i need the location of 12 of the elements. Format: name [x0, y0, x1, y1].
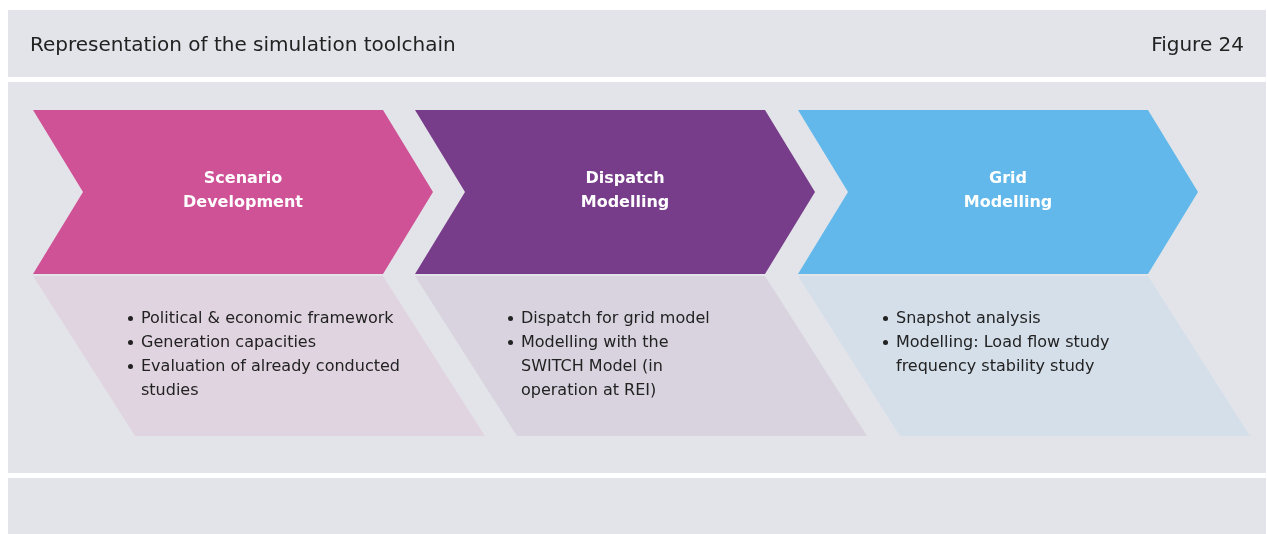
stage-heading: Scenario Development — [182, 167, 304, 213]
figure-number: Figure 24 — [1151, 32, 1244, 56]
stage-heading: Dispatch Modelling — [579, 167, 671, 213]
bullet-text: Dispatch for grid model — [521, 308, 710, 327]
bullet-text: Generation capacities — [141, 332, 317, 351]
bullet-text: Political & economic framework — [141, 308, 394, 327]
bullet-text: Modelling: Load flow study frequency stability study — [896, 332, 1110, 375]
bullet-text: Snapshot analysis — [896, 308, 1041, 327]
bullet-text: Modelling with the SWITCH Model (in operation at REI) — [521, 332, 669, 399]
title: Representation of the simulation toolchain — [30, 32, 456, 56]
bullet-text: Evaluation of already conducted studies — [141, 356, 400, 399]
stage-heading: Grid Modelling — [962, 167, 1054, 213]
